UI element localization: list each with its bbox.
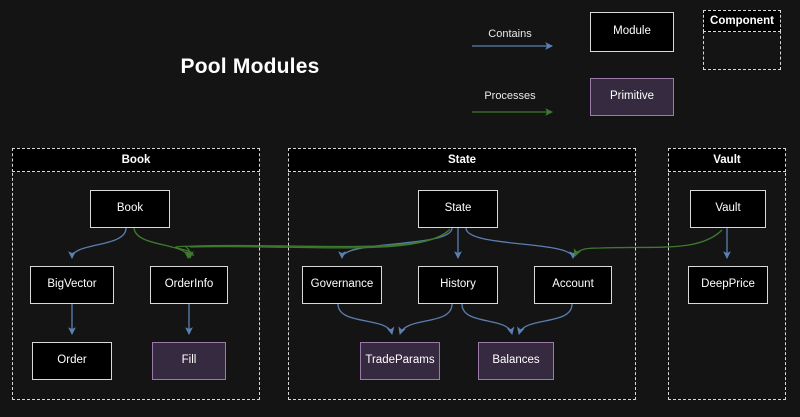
cluster-label-vault: Vault (668, 148, 786, 172)
node-history[interactable]: History (418, 266, 498, 304)
node-tradeparams[interactable]: TradeParams (360, 342, 440, 380)
node-orderinfo[interactable]: OrderInfo (150, 266, 228, 304)
node-bigvector[interactable]: BigVector (30, 266, 114, 304)
node-governance[interactable]: Governance (302, 266, 382, 304)
cluster-label-state: State (288, 148, 636, 172)
node-book[interactable]: Book (90, 190, 170, 228)
page-title: Pool Modules (180, 55, 320, 78)
node-fill[interactable]: Fill (152, 342, 226, 380)
legend-module[interactable]: Module (590, 12, 674, 52)
legend-contains-label: Contains (488, 28, 532, 40)
legend-primitive[interactable]: Primitive (590, 78, 674, 116)
node-deepprice[interactable]: DeepPrice (688, 266, 768, 304)
legend-component-label: Component (703, 10, 781, 32)
node-vault[interactable]: Vault (690, 190, 766, 228)
legend-processes-label: Processes (484, 90, 536, 102)
node-state[interactable]: State (418, 190, 498, 228)
node-account[interactable]: Account (534, 266, 612, 304)
node-balances[interactable]: Balances (478, 342, 554, 380)
cluster-label-book: Book (12, 148, 260, 172)
node-order[interactable]: Order (32, 342, 112, 380)
